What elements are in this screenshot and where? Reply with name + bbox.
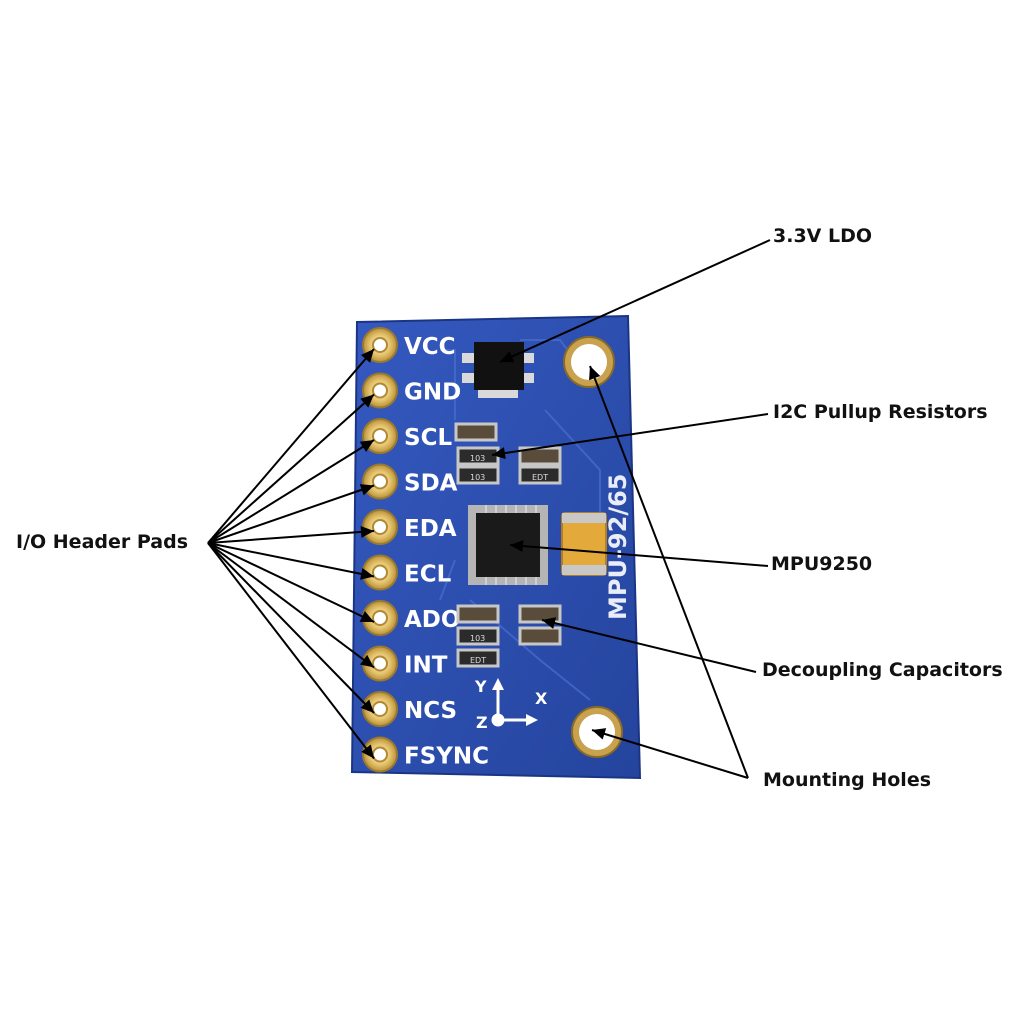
ldo-regulator — [462, 342, 534, 398]
axis-label-y: Y — [474, 677, 487, 696]
header-pad-sda — [362, 463, 398, 500]
leader-io-eda — [207, 525, 375, 544]
smd-capacitor-2: 103 — [456, 626, 500, 646]
header-pad-ecl — [362, 554, 398, 591]
leader-lines — [207, 239, 771, 779]
leader-io-sda — [207, 484, 375, 544]
axis-label-x: X — [535, 689, 548, 708]
leader-io-int — [207, 542, 375, 669]
header-pads — [362, 327, 398, 773]
header-pad-scl — [362, 418, 398, 454]
axis-label-z: Z — [476, 713, 488, 732]
pin-label-ncs: NCS — [404, 698, 457, 724]
smd-capacitor-3: EDT — [456, 648, 500, 668]
callout-pullup: I2C Pullup Resistors — [773, 401, 988, 423]
resistor-code-5: EDT — [470, 656, 486, 665]
smd-resistor-2: 103 — [456, 446, 500, 466]
smd-resistor-1 — [454, 422, 498, 442]
pin-label-ado: ADO — [404, 607, 460, 633]
callout-ldo: 3.3V LDO — [773, 225, 873, 247]
mpu9250-chip — [468, 505, 548, 585]
resistor-code-1: 103 — [470, 454, 485, 463]
smd-resistor-5: EDT — [518, 465, 562, 485]
pin-label-fsync: FSYNC — [404, 744, 489, 770]
callout-io: I/O Header Pads — [16, 531, 189, 553]
leader-io-ncs — [207, 542, 375, 714]
pin-label-eda: EDA — [404, 516, 457, 542]
leader-io-scl — [207, 439, 375, 544]
board-silkscreen: MPU-92/65 — [604, 474, 632, 620]
header-pad-ado — [362, 600, 398, 636]
leader-decoupling — [541, 617, 757, 673]
pin-label-scl: SCL — [404, 425, 452, 451]
pin-label-sda: SDA — [404, 471, 458, 497]
leader-mpu — [509, 540, 769, 567]
tantalum-capacitor — [561, 512, 607, 576]
leader-io-vcc — [207, 348, 375, 544]
leader-mounting-bottom — [591, 728, 749, 779]
resistor-code-2: 103 — [470, 473, 485, 482]
pin-label-vcc: VCC — [404, 334, 456, 360]
resistor-code-4: 103 — [470, 634, 485, 643]
resistor-code-3: EDT — [532, 473, 548, 482]
leader-io-ado — [207, 542, 375, 623]
header-pad-int — [362, 645, 398, 682]
pin-label-int: INT — [404, 653, 448, 679]
smd-components: 103 103 EDT 103 EDT — [454, 422, 562, 668]
leader-io-ecl — [207, 542, 375, 580]
smd-resistor-3: 103 — [456, 465, 500, 485]
header-pad-ncs — [362, 691, 398, 727]
header-pad-fsync — [362, 736, 398, 773]
leader-mounting-top — [589, 365, 749, 779]
smd-capacitor-1 — [456, 604, 500, 624]
pin-label-ecl: ECL — [404, 562, 452, 588]
axis-indicator — [491, 678, 538, 727]
callout-mpu: MPU9250 — [771, 553, 873, 575]
smd-capacitor-4 — [518, 604, 562, 624]
leader-ldo — [499, 239, 771, 363]
smd-capacitor-5 — [518, 626, 562, 646]
mounting-hole-top — [563, 336, 615, 388]
callout-decoupling: Decoupling Capacitors — [762, 659, 1003, 681]
pin-label-gnd: GND — [404, 380, 461, 406]
pin-labels: VCC GND SCL SDA EDA ECL ADO INT NCS FSYNC — [404, 334, 489, 770]
leader-io-gnd — [207, 393, 375, 544]
leader-pullup — [491, 413, 769, 460]
leader-io-fsync — [207, 542, 375, 760]
callout-mounting: Mounting Holes — [763, 769, 932, 791]
header-pad-eda — [362, 509, 398, 545]
